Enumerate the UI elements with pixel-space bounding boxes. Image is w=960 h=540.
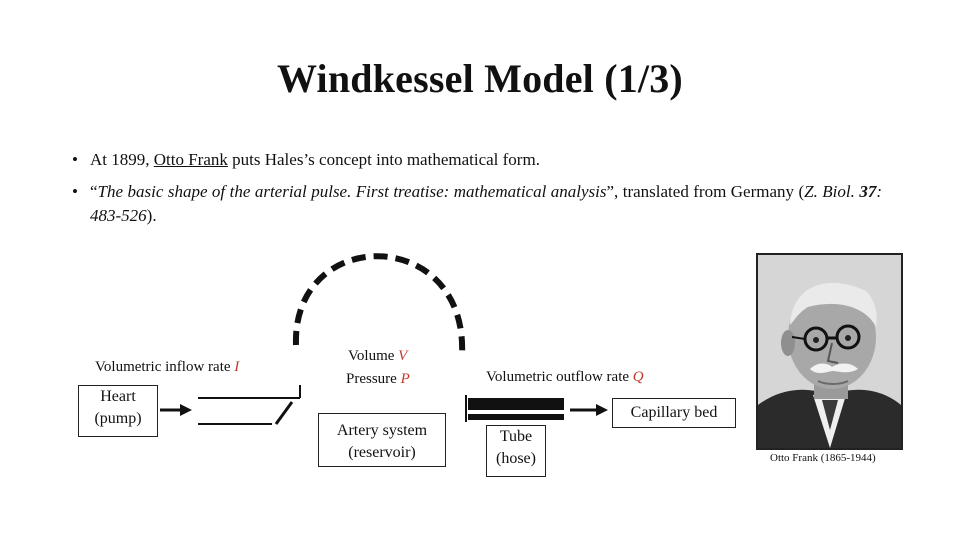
portrait-caption: Otto Frank (1865-1944) [770, 452, 876, 464]
bullet-text-post: puts Hales’s concept into mathematical f… [227, 150, 540, 169]
artery-box: Artery system (reservoir) [318, 413, 446, 467]
treatise-title: The basic shape of the arterial pulse. F… [97, 182, 607, 201]
volume-label-text: Volume [348, 348, 399, 364]
heart-sublabel: (pump) [94, 410, 142, 427]
outflow-arrow-head [596, 404, 608, 416]
reservoir-dome [292, 253, 466, 356]
close-paren: ). [146, 206, 157, 225]
inflow-valve [274, 401, 294, 425]
heart-box: Heart (pump) [78, 385, 158, 437]
otto-frank-link[interactable]: Otto Frank [153, 150, 228, 169]
slide-title: Windkessel Model (1/3) [277, 56, 683, 101]
pressure-label-text: Pressure [346, 371, 401, 387]
journal-name: Z. Biol. [804, 182, 855, 201]
translation-note: ”, translated from Germany ( [606, 182, 805, 201]
artery-label: Artery system [336, 422, 428, 439]
outflow-label-text: Volumetric outflow rate [486, 369, 633, 385]
heart-label: Heart [100, 388, 136, 405]
tube-box: Tube (hose) [486, 425, 546, 477]
artery-sublabel: (reservoir) [348, 444, 416, 461]
outflow-tube-bottom [468, 414, 564, 420]
journal-pages: : 483-526 [90, 182, 882, 225]
volume-label: Volume V [348, 347, 407, 366]
portrait-drawing [758, 255, 901, 448]
bullet-dot: • [72, 150, 78, 169]
bullet-text: At 1899, Otto Frank puts Hales’s concept… [72, 148, 882, 172]
open-quote: “ [90, 182, 98, 201]
capillary-label: Capillary bed [630, 404, 718, 421]
inflow-label: Volumetric inflow rate I [95, 358, 239, 377]
journal-volume: 37 [859, 182, 877, 201]
volume-variable: V [398, 348, 408, 364]
tube-sublabel: (hose) [496, 450, 536, 467]
pressure-variable: P [400, 371, 410, 387]
inflow-label-text: Volumetric inflow rate [95, 359, 235, 375]
outflow-tube-top [468, 398, 564, 410]
inflow-variable: I [234, 359, 240, 375]
inflow-arrow-head [180, 404, 192, 416]
otto-frank-portrait [756, 253, 903, 450]
outflow-label: Volumetric outflow rate Q [486, 368, 644, 387]
bullet-dot: • [72, 182, 78, 201]
bullet-text: “The basic shape of the arterial pulse. … [72, 180, 882, 228]
tube-label: Tube [499, 428, 533, 445]
bullet-text-pre: At 1899, [90, 150, 154, 169]
bullet-otto-frank: • At 1899, Otto Frank puts Hales’s conce… [72, 148, 882, 172]
bullet-treatise: • “The basic shape of the arterial pulse… [72, 180, 882, 228]
pressure-label: Pressure P [346, 370, 410, 389]
outflow-variable: Q [632, 369, 644, 385]
capillary-box: Capillary bed [612, 398, 736, 428]
